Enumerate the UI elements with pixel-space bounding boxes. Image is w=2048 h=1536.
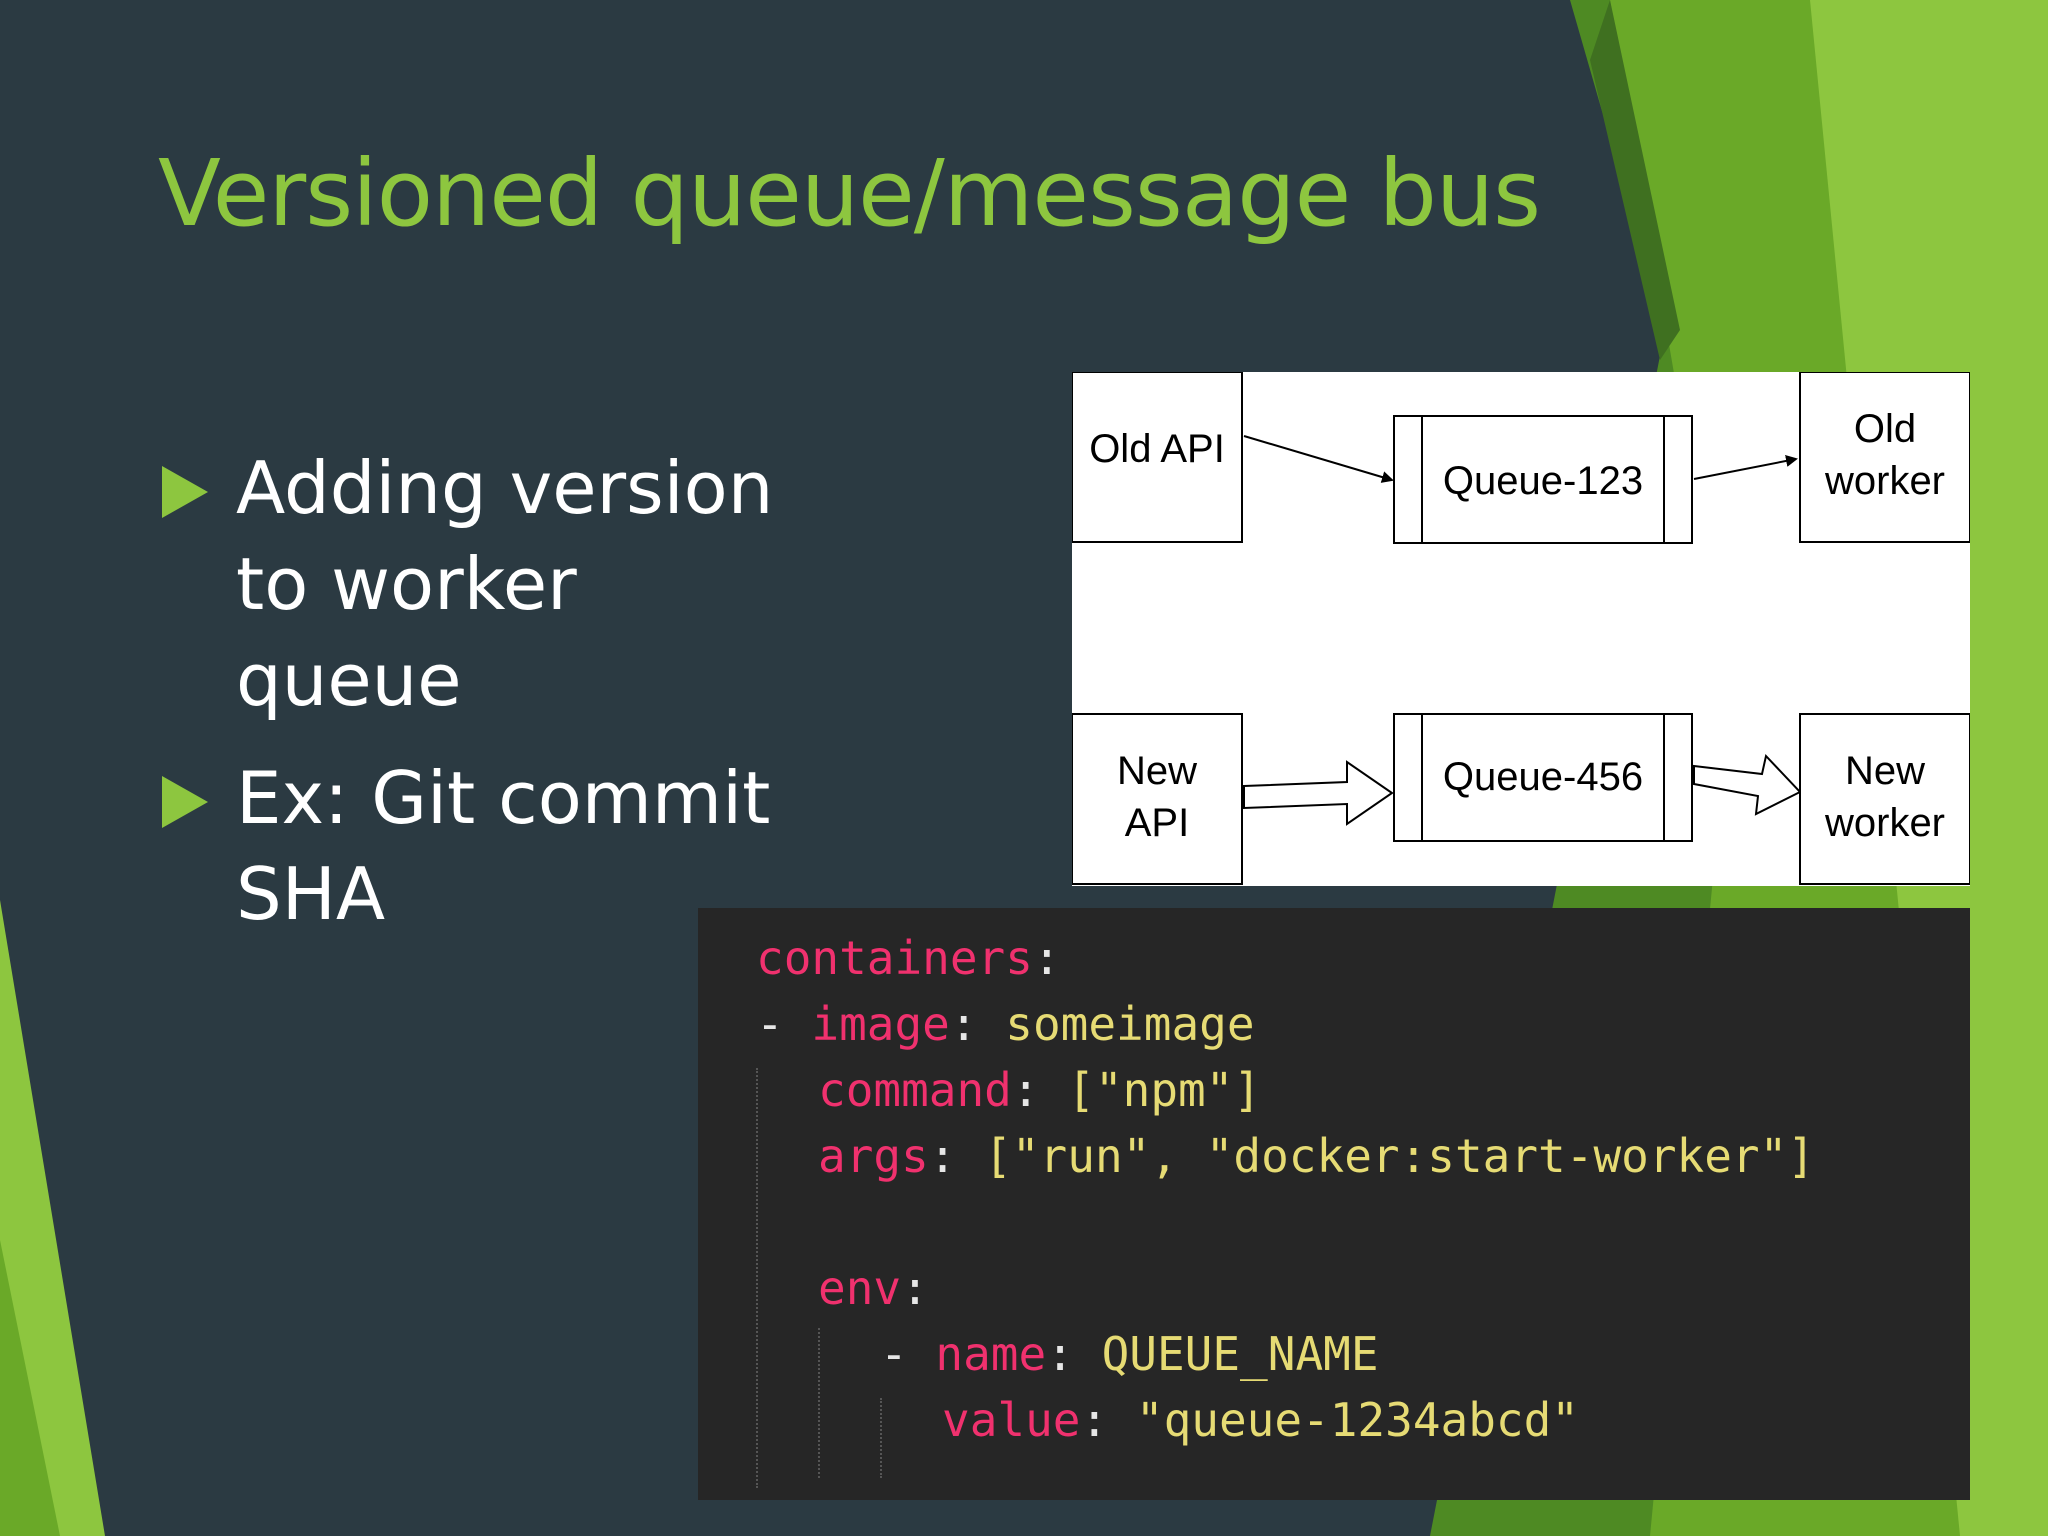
bullet-list: Adding version to worker queue Ex: Git c… xyxy=(158,440,818,964)
code-line: args: ["run", "docker:start-worker"] xyxy=(818,1126,1815,1186)
bullet-line: SHA xyxy=(236,852,386,936)
slide-title: Versioned queue/message bus xyxy=(158,140,1541,247)
arrow-queue-to-old-worker xyxy=(1693,455,1798,480)
yaml-key: value xyxy=(942,1393,1081,1447)
yaml-punct: : xyxy=(928,1129,985,1183)
old-worker-label: worker xyxy=(1824,459,1945,503)
arrow-old-api-to-queue xyxy=(1243,435,1394,483)
yaml-punct: : xyxy=(901,1261,929,1315)
yaml-punct: : xyxy=(1080,1393,1136,1447)
queue-456-box xyxy=(1393,713,1693,842)
code-line: value: "queue-1234abcd" xyxy=(942,1390,1579,1450)
yaml-dash: - xyxy=(880,1327,908,1381)
bullet-text: Ex: Git commit SHA xyxy=(236,750,818,942)
indent-guide xyxy=(756,1068,758,1488)
code-line: - image: someimage xyxy=(756,994,1255,1054)
block-arrow-new-api-to-queue xyxy=(1243,760,1394,826)
yaml-punct: : xyxy=(949,997,1006,1051)
diagram-canvas: Old API Queue-123 Old worker New API Que… xyxy=(1072,372,1970,885)
yaml-space xyxy=(908,1327,936,1381)
yaml-key: containers xyxy=(756,931,1033,985)
queue-diagram: Old API Queue-123 Old worker New API Que… xyxy=(1072,372,1970,886)
queue-123-box xyxy=(1393,415,1693,544)
block-arrow-queue-to-new-worker xyxy=(1693,753,1802,816)
bullet-line: to worker xyxy=(236,542,577,626)
yaml-punct: : xyxy=(1011,1063,1068,1117)
new-worker-label: New xyxy=(1845,749,1925,793)
indent-guide xyxy=(880,1398,882,1478)
new-worker-label: worker xyxy=(1824,801,1945,845)
code-line: env: xyxy=(818,1258,929,1318)
play-arrow-icon xyxy=(162,466,208,518)
yaml-key: args xyxy=(818,1129,929,1183)
old-worker-label: Old xyxy=(1854,407,1916,451)
old-worker-box xyxy=(1799,372,1970,543)
old-api-label: Old API xyxy=(1089,427,1225,471)
yaml-punct: : xyxy=(1046,1327,1102,1381)
new-api-label: API xyxy=(1125,801,1189,845)
yaml-key: name xyxy=(935,1327,1047,1381)
new-api-box xyxy=(1072,713,1243,885)
yaml-punct: : xyxy=(1032,931,1061,985)
yaml-dash: - xyxy=(756,997,784,1051)
bullet-item: Ex: Git commit SHA xyxy=(158,750,818,942)
code-line: - name: QUEUE_NAME xyxy=(880,1324,1379,1384)
old-api-box xyxy=(1072,372,1243,543)
yaml-value: QUEUE_NAME xyxy=(1101,1327,1379,1381)
yaml-key: image xyxy=(811,997,950,1051)
code-line: containers: xyxy=(756,928,1061,988)
yaml-value: someimage xyxy=(1005,997,1255,1051)
new-worker-box xyxy=(1799,713,1970,885)
bullet-item: Adding version to worker queue xyxy=(158,440,818,728)
bullet-line: Ex: Git commit xyxy=(236,756,771,840)
yaml-key: env xyxy=(818,1261,902,1315)
yaml-value: "queue-1234abcd" xyxy=(1135,1393,1579,1447)
queue-123-label: Queue-123 xyxy=(1443,459,1643,503)
new-api-label: New xyxy=(1117,749,1197,793)
queue-456-label: Queue-456 xyxy=(1443,755,1643,799)
play-arrow-icon xyxy=(162,776,208,828)
bullet-text: Adding version to worker queue xyxy=(236,440,818,728)
yaml-code-block: containers: - image: someimage command: … xyxy=(698,908,1970,1500)
bullet-line: Adding version xyxy=(236,446,774,530)
bullet-line: queue xyxy=(236,638,462,722)
code-line: command: ["npm"] xyxy=(818,1060,1261,1120)
indent-guide xyxy=(818,1328,820,1478)
yaml-value: ["npm"] xyxy=(1067,1063,1262,1117)
yaml-key: command xyxy=(818,1063,1012,1117)
yaml-space xyxy=(784,997,812,1051)
yaml-value: ["run", "docker:start-worker"] xyxy=(984,1129,1816,1183)
